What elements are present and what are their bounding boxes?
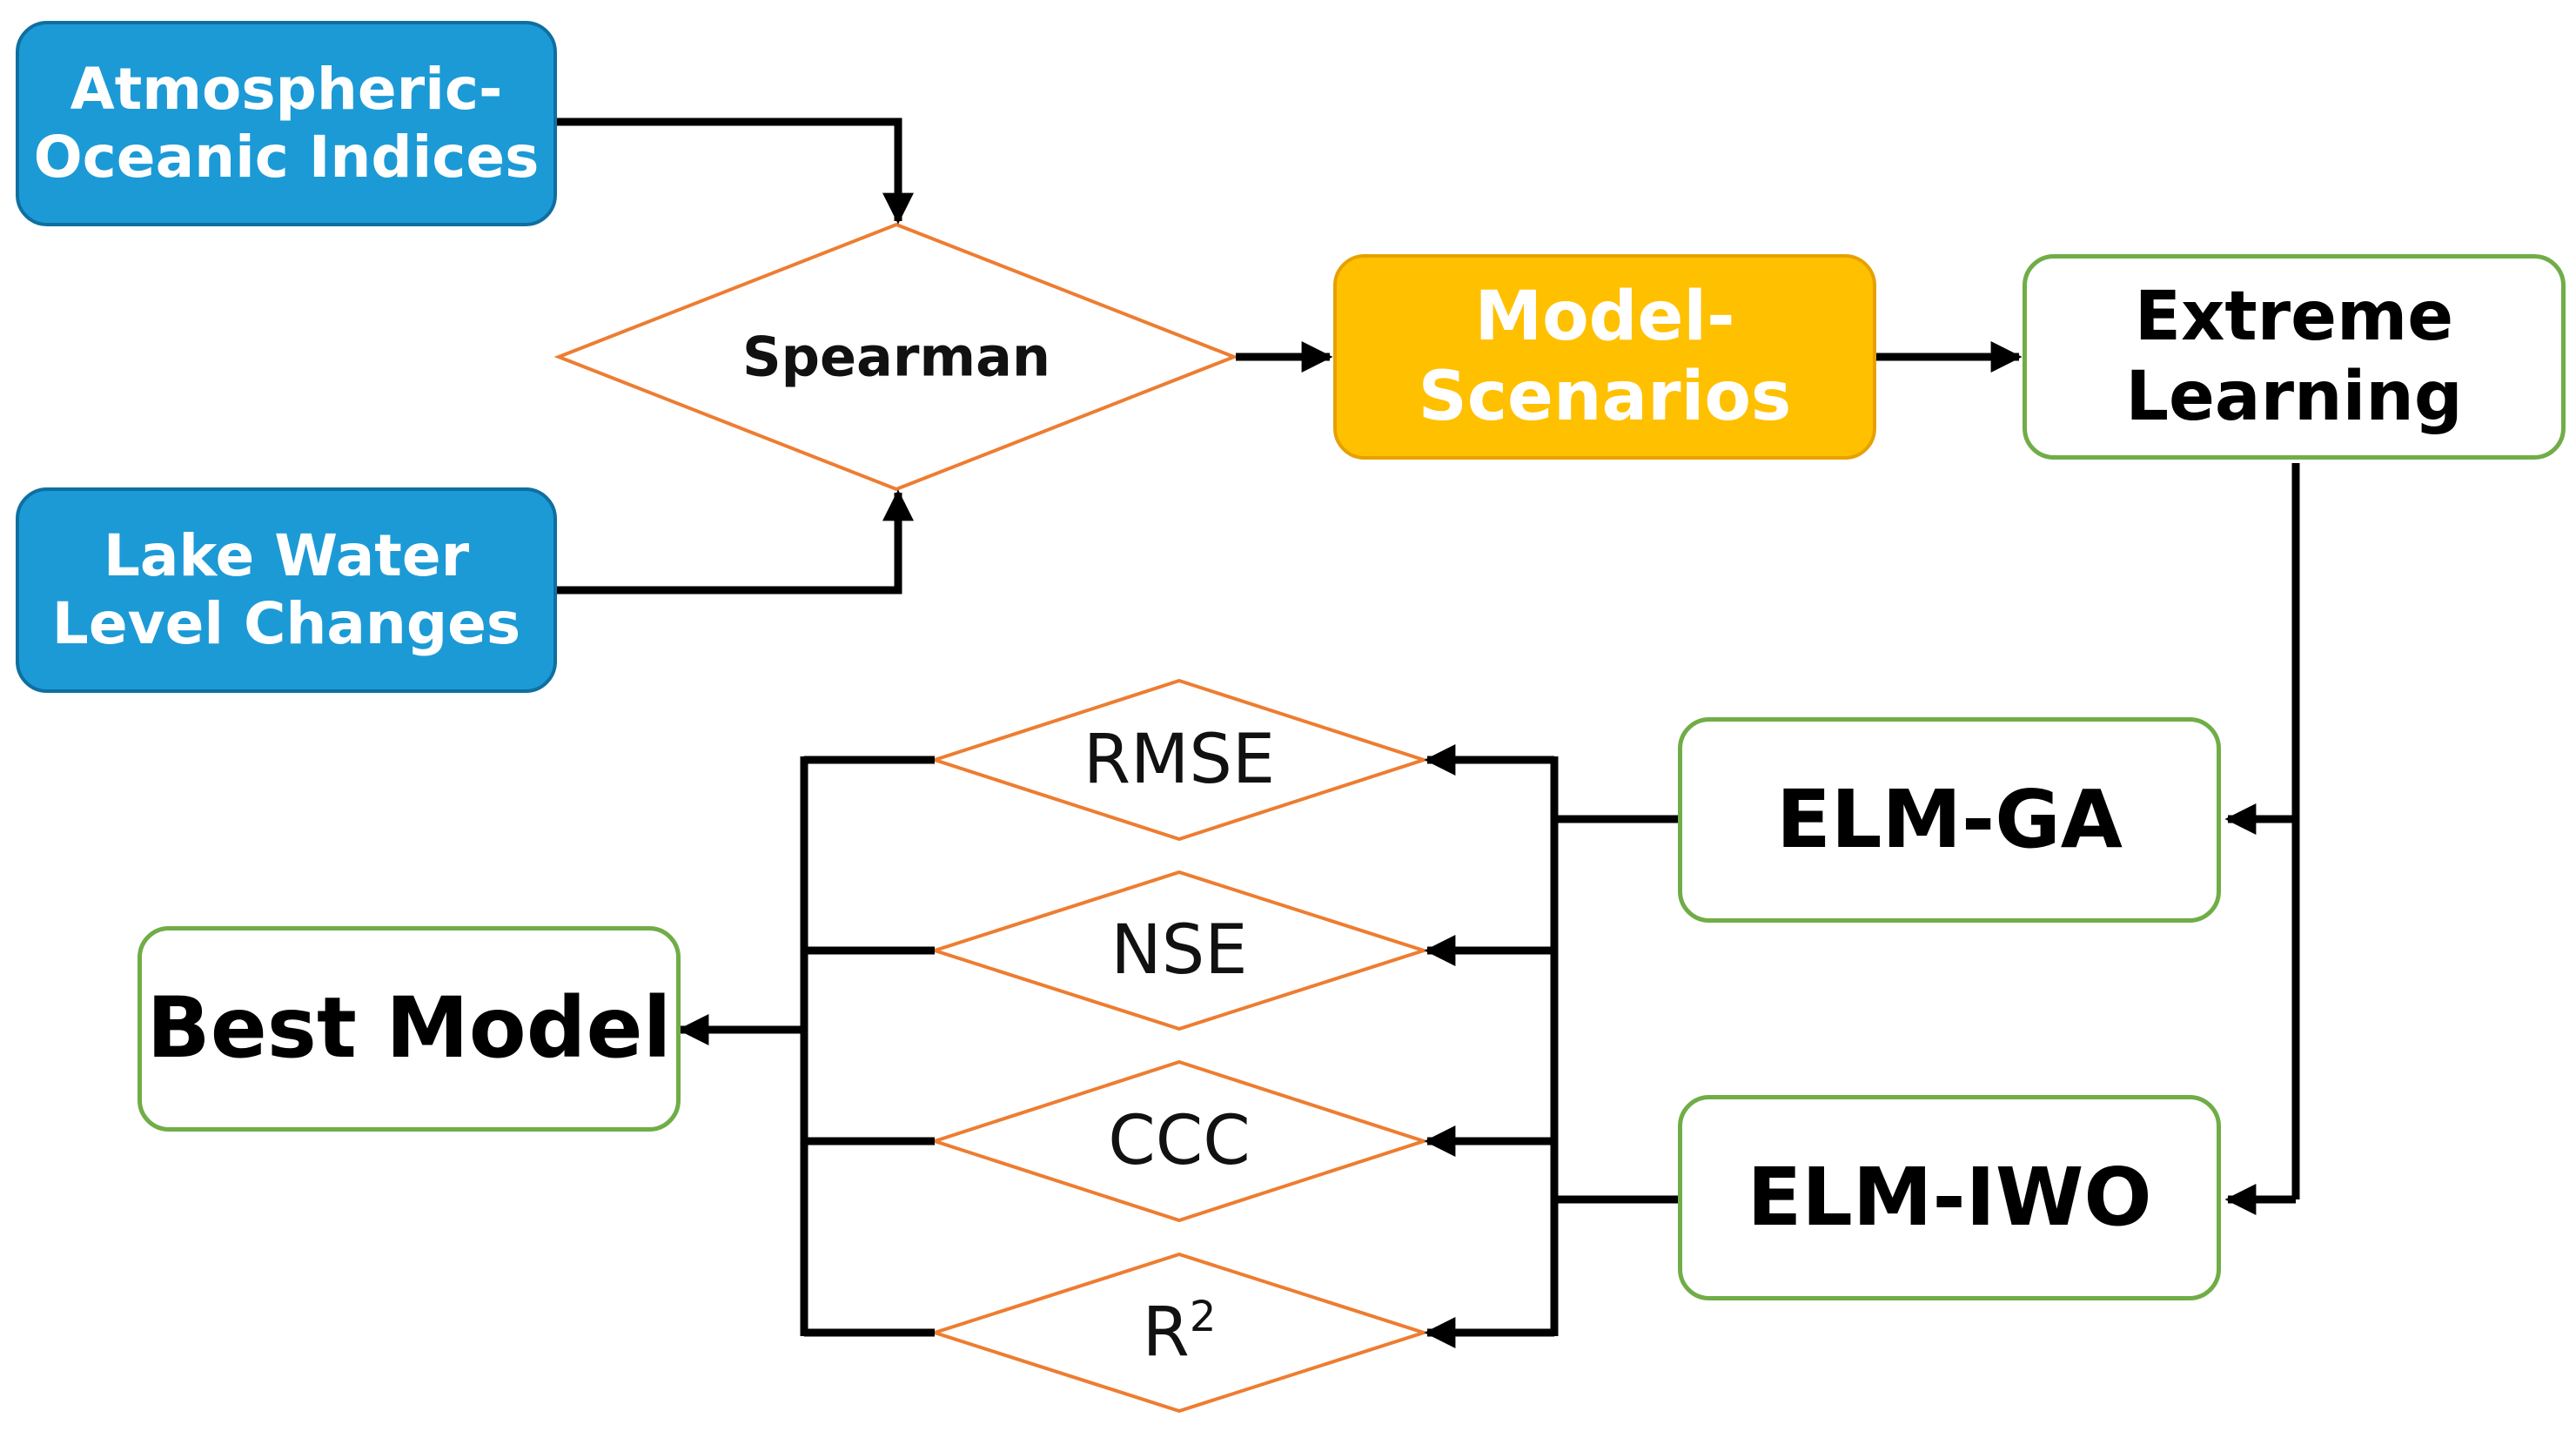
best-model-label: Best Model [146, 979, 672, 1078]
extreme-learning-label: Extreme Learning [2125, 277, 2463, 436]
r2-label-base: R [1142, 1293, 1190, 1372]
lake-water-level-box: Lake Water Level Changes [16, 487, 557, 693]
lake-water-level-label: Lake Water Level Changes [51, 522, 521, 657]
ccc-label: CCC [1108, 1102, 1251, 1180]
model-scenarios-box: Model- Scenarios [1333, 254, 1876, 460]
best-model-box: Best Model [138, 926, 681, 1132]
elm-ga-label: ELM-GA [1776, 772, 2123, 866]
extreme-learning-box: Extreme Learning [2023, 254, 2566, 460]
elm-iwo-box: ELM-IWO [1678, 1095, 2221, 1300]
r2-diamond [929, 1252, 1430, 1414]
arrow-atmospheric-to-spearman [557, 118, 914, 225]
ccc-diamond [929, 1059, 1430, 1223]
r2-label-superscript: 2 [1189, 1293, 1217, 1341]
atmospheric-indices-box: Atmospheric- Oceanic Indices [16, 21, 557, 226]
nse-diamond [929, 870, 1430, 1031]
spearman-label: Spearman [741, 325, 1051, 389]
atmospheric-indices-label: Atmospheric- Oceanic Indices [33, 56, 540, 191]
rmse-label: RMSE [1083, 721, 1276, 799]
rmse-diamond [929, 678, 1430, 842]
nse-label: NSE [1110, 911, 1248, 990]
r2-label: R2 [1143, 1293, 1217, 1372]
elm-ga-box: ELM-GA [1678, 717, 2221, 923]
arrow-lake-to-spearman [557, 489, 914, 595]
elm-iwo-label: ELM-IWO [1747, 1150, 2152, 1244]
model-scenarios-label: Model- Scenarios [1418, 277, 1792, 436]
spearman-diamond [553, 222, 1239, 492]
